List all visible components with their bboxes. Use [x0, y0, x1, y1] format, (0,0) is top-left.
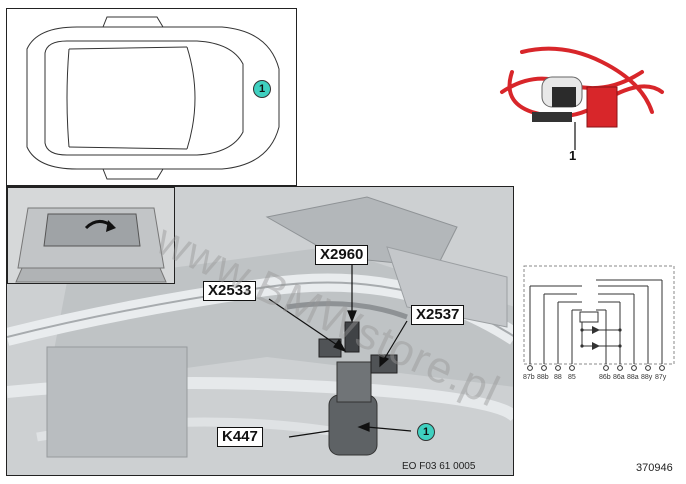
- pin-label: 85: [568, 374, 576, 381]
- leader-lines: [268, 265, 412, 438]
- pin-label: 87y: [655, 374, 667, 381]
- pin-label: 88a: [627, 374, 639, 381]
- engine-bay-illustration: [7, 187, 513, 475]
- relay-schematic: 87b 88b 88 85 86b 86a 88a 88y 87y: [522, 264, 680, 384]
- connector-label-x2960: X2960: [315, 245, 369, 265]
- part-leader-line: [574, 122, 576, 150]
- open-trunk-illustration: [15, 207, 167, 283]
- component-position-badge: 1: [417, 423, 435, 441]
- relay-circuit-diagram: [523, 265, 675, 371]
- car-top-view-outline: [26, 16, 280, 180]
- pin-label: 88: [554, 374, 562, 381]
- position-badge: 1: [253, 80, 271, 98]
- pin-label: 88b: [537, 374, 549, 381]
- car-overview-panel: 1: [6, 8, 297, 186]
- trunk-inset-view: [7, 187, 175, 284]
- pin-label: 87b: [523, 374, 535, 381]
- pin-label: 88y: [641, 374, 653, 381]
- pin-label: 86a: [613, 374, 625, 381]
- connector-label-x2537: X2537: [411, 305, 465, 325]
- component-photo-panel: X2960 X2533 X2537 K447 1 EO F03 61 0005: [6, 186, 514, 476]
- part-number-label: 1: [569, 148, 577, 163]
- component-label-k447: K447: [217, 427, 263, 447]
- battery-cable-part-illustration: [500, 46, 664, 128]
- photo-reference-code: EO F03 61 0005: [402, 461, 476, 472]
- figure-id: 370946: [636, 462, 673, 474]
- pin-label: 86b: [599, 374, 611, 381]
- connector-label-x2533: X2533: [203, 281, 257, 301]
